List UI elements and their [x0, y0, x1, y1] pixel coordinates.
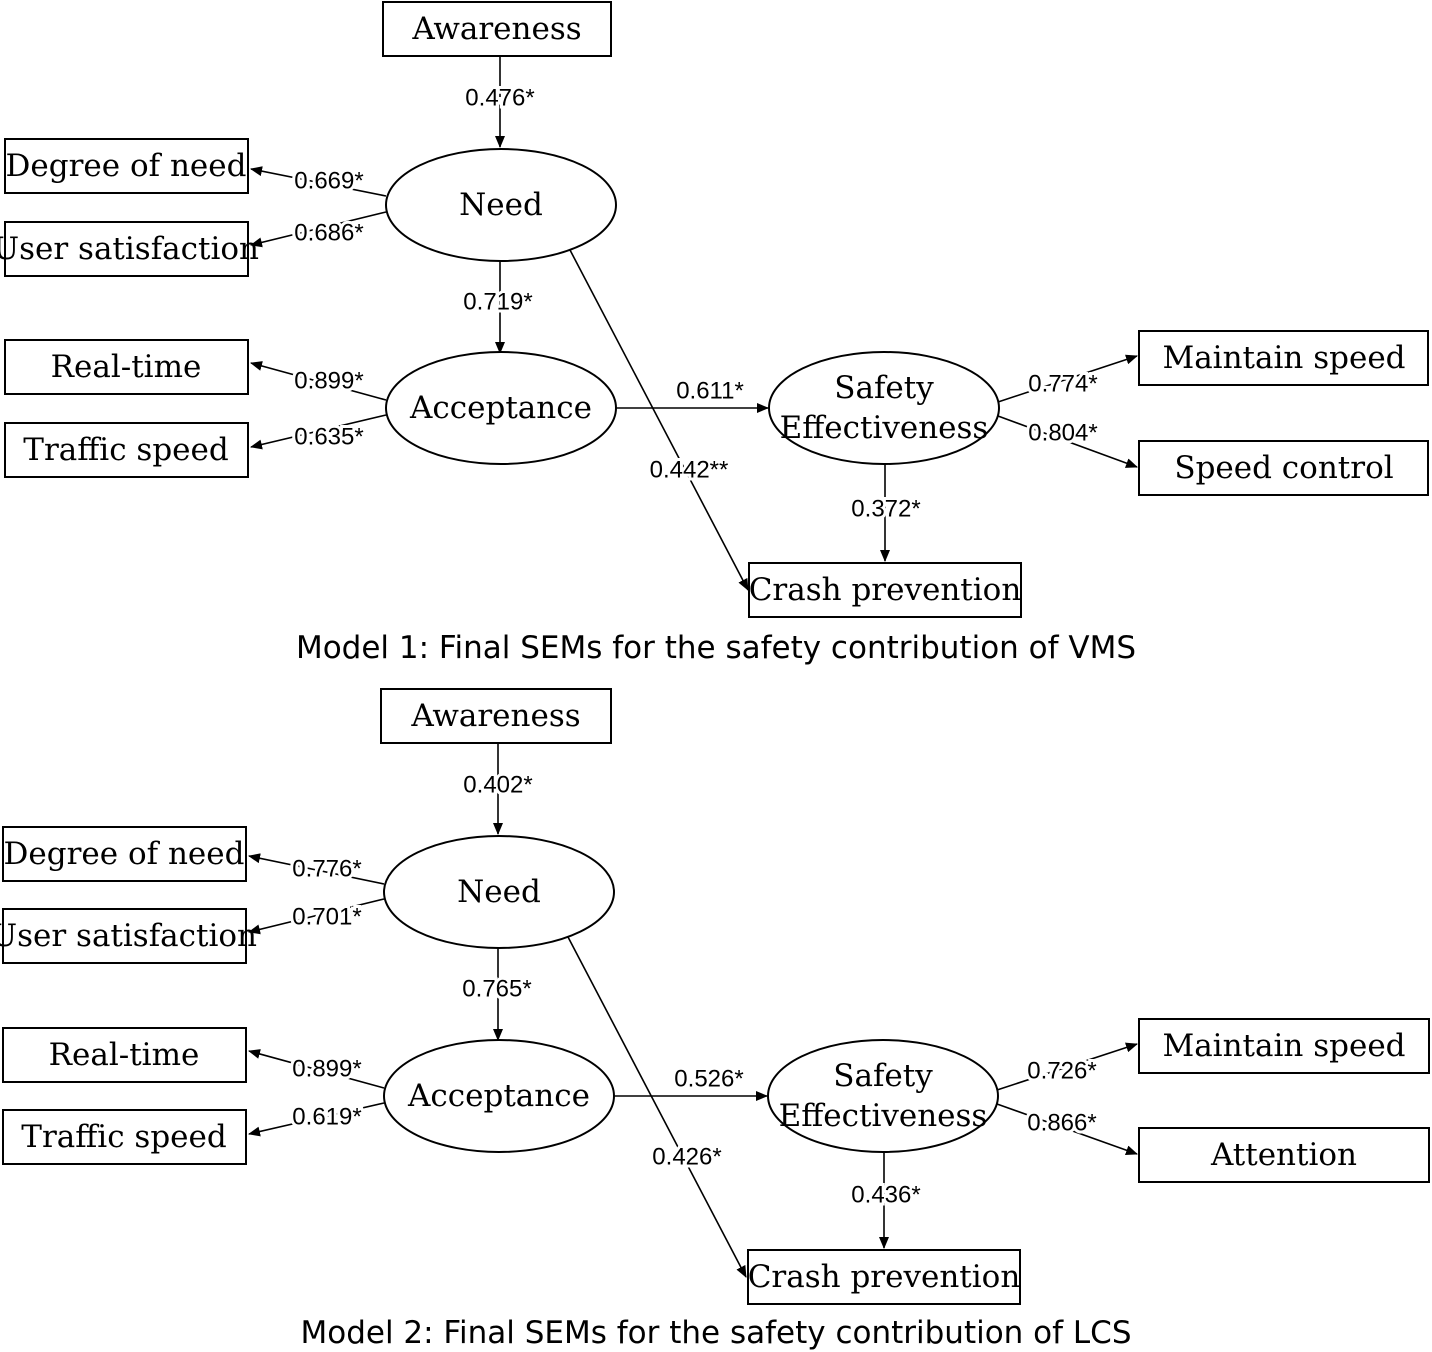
edge-acceptance-real-time — [248, 1049, 385, 1089]
edge-safety-speed-control — [997, 415, 1138, 468]
edge-need-crash-prevention — [569, 249, 749, 591]
degree-of-need-box — [4, 138, 249, 194]
safety-effectiveness-ellipse — [768, 351, 1000, 465]
maintain-speed-box — [1138, 330, 1429, 386]
maintain-speed-label: Maintain speed — [1162, 1028, 1405, 1064]
coef-acceptance-real-time: 0.899* — [294, 368, 363, 395]
edge-acceptance-real-time — [250, 361, 387, 401]
speed-control-label: Speed control — [1174, 450, 1393, 486]
coef-need-degree-of-need: 0.669* — [294, 168, 363, 195]
degree-of-need-label: Degree of need — [4, 836, 245, 872]
degree-of-need-box — [2, 826, 247, 882]
model-1-diagram: Awareness Degree of need User satisfacti… — [0, 1, 1429, 666]
coef-need-crash-prevention: 0.442** — [650, 457, 729, 484]
coef-awareness-need: 0.402* — [463, 772, 532, 799]
edge-safety-maintain-speed — [996, 1042, 1138, 1091]
crash-prevention-label: Crash prevention — [749, 572, 1022, 608]
acceptance-label: Acceptance — [407, 1078, 590, 1114]
awareness-box — [382, 1, 612, 57]
traffic-speed-label: Traffic speed — [21, 1119, 226, 1155]
coef-need-acceptance: 0.719* — [463, 289, 532, 316]
attention-box — [1138, 1127, 1430, 1183]
crash-prevention-box — [748, 562, 1022, 618]
traffic-speed-label: Traffic speed — [23, 432, 228, 468]
user-satisfaction-label: User satisfaction — [0, 918, 257, 954]
edge-need-user-satisfaction — [250, 211, 387, 248]
edge-acceptance-traffic-speed — [248, 1102, 385, 1137]
user-satisfaction-box — [4, 221, 249, 277]
coef-acceptance-traffic-speed: 0.619* — [292, 1104, 361, 1131]
safety-label-line1: Safety — [833, 1058, 933, 1094]
model-2-diagram: Awareness Degree of need User satisfacti… — [0, 688, 1430, 1351]
edge-need-degree-of-need — [248, 853, 385, 885]
coef-safety-crash-prevention: 0.372* — [851, 496, 920, 523]
safety-label-line2: Effectiveness — [779, 1098, 988, 1134]
coef-need-crash-prevention: 0.426* — [652, 1144, 721, 1171]
edge-safety-maintain-speed — [997, 354, 1138, 403]
coef-awareness-need: 0.476* — [465, 85, 534, 112]
coef-acceptance-safety: 0.526* — [674, 1066, 743, 1093]
degree-of-need-label: Degree of need — [6, 148, 247, 184]
coef-acceptance-safety: 0.611* — [676, 378, 744, 405]
safety-effectiveness-ellipse — [767, 1039, 999, 1153]
speed-control-box — [1138, 440, 1429, 496]
acceptance-label: Acceptance — [409, 390, 592, 426]
coef-need-degree-of-need: 0.776* — [292, 856, 361, 883]
user-satisfaction-label: User satisfaction — [0, 231, 259, 267]
awareness-label: Awareness — [411, 11, 581, 47]
real-time-label: Real-time — [49, 1037, 200, 1073]
safety-label-line1: Safety — [834, 370, 934, 406]
edge-need-user-satisfaction — [248, 898, 385, 935]
attention-label: Attention — [1210, 1137, 1357, 1173]
acceptance-ellipse — [383, 1039, 615, 1153]
traffic-speed-box — [2, 1109, 247, 1165]
awareness-box — [380, 688, 612, 744]
edge-safety-attention — [996, 1103, 1138, 1156]
coef-acceptance-traffic-speed: 0.635* — [294, 424, 363, 451]
acceptance-ellipse — [385, 351, 617, 465]
real-time-box — [2, 1027, 247, 1083]
model-2-caption: Model 2: Final SEMs for the safety contr… — [300, 1315, 1131, 1351]
real-time-box — [4, 339, 249, 395]
user-satisfaction-box — [2, 908, 247, 964]
need-ellipse — [383, 835, 615, 949]
need-label: Need — [457, 874, 541, 910]
traffic-speed-box — [4, 422, 249, 478]
need-label: Need — [459, 187, 543, 223]
coef-safety-crash-prevention: 0.436* — [851, 1182, 920, 1209]
real-time-label: Real-time — [51, 349, 202, 385]
crash-prevention-label: Crash prevention — [748, 1259, 1021, 1295]
edge-acceptance-traffic-speed — [250, 414, 387, 450]
coef-safety-maintain-speed: 0.726* — [1027, 1058, 1096, 1085]
coef-need-user-satisfaction: 0.686* — [294, 220, 363, 247]
need-ellipse — [385, 148, 617, 262]
coef-need-acceptance: 0.765* — [462, 976, 531, 1003]
coef-need-user-satisfaction: 0.701* — [292, 904, 361, 931]
edge-need-crash-prevention — [567, 936, 747, 1278]
coef-safety-speed-control: 0.804* — [1028, 420, 1097, 447]
awareness-label: Awareness — [410, 698, 580, 734]
coef-safety-maintain-speed: 0.774* — [1028, 371, 1097, 398]
edge-need-degree-of-need — [250, 166, 387, 197]
maintain-speed-label: Maintain speed — [1162, 340, 1405, 376]
crash-prevention-box — [747, 1249, 1021, 1305]
coef-acceptance-real-time: 0.899* — [292, 1056, 361, 1083]
coef-safety-attention: 0.866* — [1027, 1110, 1096, 1137]
maintain-speed-box — [1138, 1018, 1430, 1074]
safety-label-line2: Effectiveness — [780, 410, 989, 446]
model-1-caption: Model 1: Final SEMs for the safety contr… — [296, 630, 1136, 666]
